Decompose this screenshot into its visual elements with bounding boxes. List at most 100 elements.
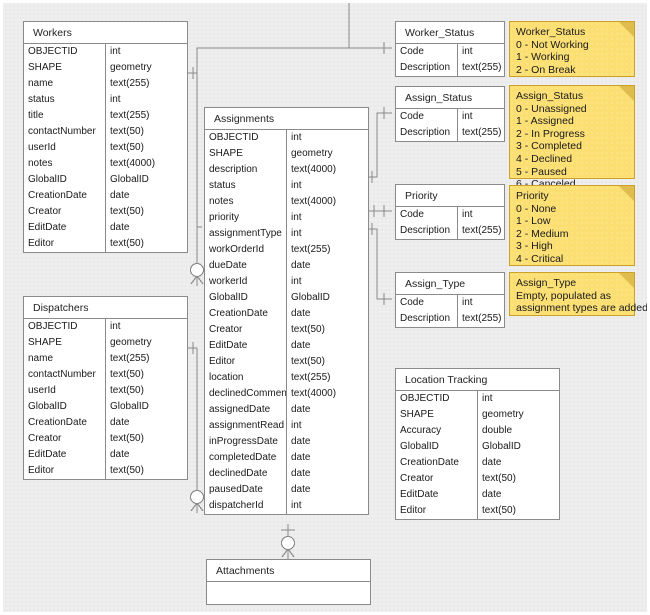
field-name: GlobalID (205, 290, 287, 306)
entity-attachments[interactable]: Attachments (206, 559, 371, 605)
field-row: EditDate date (205, 338, 368, 354)
field-name: OBJECTID (24, 319, 106, 335)
field-name: Code (396, 207, 458, 223)
field-name: contactNumber (24, 367, 106, 383)
note-line: 4 - Declined (516, 152, 573, 165)
field-name: status (24, 92, 106, 108)
field-type: int (462, 46, 473, 57)
note-fold-corner-icon (619, 22, 634, 37)
field-type: int (110, 321, 121, 332)
field-type: date (291, 340, 311, 351)
entity-title-worker_status: Worker_Status (396, 22, 504, 44)
field-name: Description (396, 311, 458, 327)
field-name: Creator (24, 204, 106, 220)
note-line: 0 - Not Working (516, 38, 589, 51)
field-type: GlobalID (110, 174, 149, 185)
field-name: notes (24, 156, 106, 172)
field-name: description (205, 162, 287, 178)
field-type: text(255) (462, 62, 502, 73)
note-line: assignment types are added (516, 302, 647, 315)
field-type: text(255) (291, 244, 331, 255)
field-name: Editor (205, 354, 287, 370)
note-title: Priority (516, 190, 549, 202)
field-row: dispatcherId int (205, 498, 368, 514)
note-line: 0 - None (516, 202, 557, 215)
field-name: Accuracy (396, 423, 478, 439)
field-type: int (291, 500, 302, 511)
field-type: geometry (291, 148, 333, 159)
field-name: assignmentType (205, 226, 287, 242)
field-name: EditDate (396, 487, 478, 503)
note-fold-corner-icon (619, 273, 634, 288)
field-row: Editor text(50) (24, 236, 187, 252)
field-name: GlobalID (24, 399, 106, 415)
entity-title-location_tracking: Location Tracking (396, 369, 559, 391)
entity-title-assignments: Assignments (205, 108, 368, 130)
field-type: date (110, 417, 130, 428)
field-name: EditDate (205, 338, 287, 354)
field-type: text(255) (110, 78, 150, 89)
field-type: text(255) (462, 225, 502, 236)
field-name: SHAPE (24, 335, 106, 351)
field-type: GlobalID (291, 292, 330, 303)
field-name: OBJECTID (396, 391, 478, 407)
field-name: status (205, 178, 287, 194)
field-name: CreationDate (24, 415, 106, 431)
field-name: Creator (396, 471, 478, 487)
entity-title-attachments: Attachments (207, 560, 370, 582)
note-line: 2 - In Progress (516, 127, 585, 140)
field-name: Code (396, 295, 458, 311)
field-type: text(50) (110, 238, 144, 249)
field-type: geometry (482, 409, 524, 420)
field-type: text(255) (110, 353, 150, 364)
field-type: int (291, 212, 302, 223)
entity-fields-attachments (207, 582, 370, 604)
note-line: 1 - Low (516, 215, 551, 228)
field-name: userId (24, 383, 106, 399)
note-line: 3 - Completed (516, 140, 582, 153)
field-name: CreationDate (24, 188, 106, 204)
note-fold-corner-icon (619, 86, 634, 101)
field-name: userId (24, 140, 106, 156)
field-type: text(255) (110, 110, 150, 121)
field-name: dispatcherId (205, 498, 287, 514)
field-name: Description (396, 223, 458, 239)
field-type: GlobalID (110, 401, 149, 412)
field-name: Editor (24, 236, 106, 252)
